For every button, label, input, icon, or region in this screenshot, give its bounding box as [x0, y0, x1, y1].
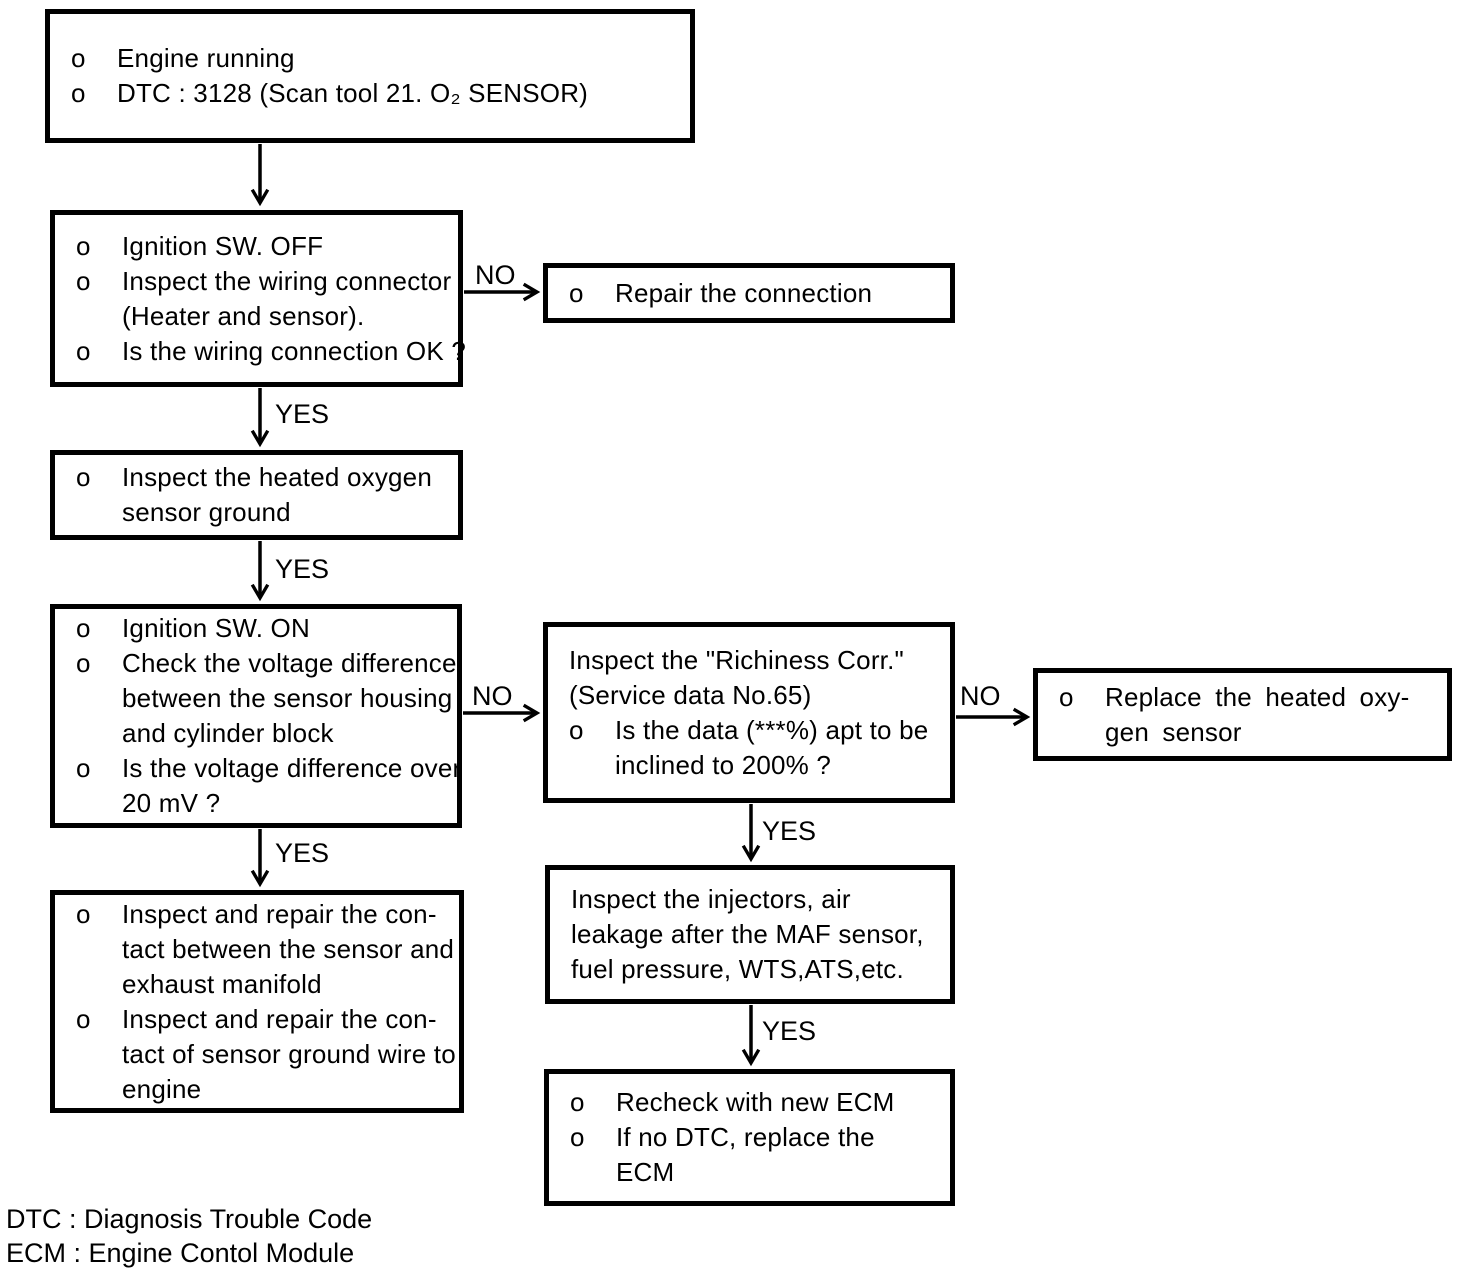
text-line: Replace the heated oxy-: [1105, 681, 1410, 712]
text-line: (Heater and sensor).: [122, 300, 365, 331]
edge-label-voltage-no: NO: [472, 681, 513, 711]
text-line: Ignition SW. OFF: [122, 230, 324, 261]
node-inspect-injectors: Inspect the injectors, air leakage after …: [545, 865, 955, 1004]
text-line: Ignition SW. ON: [122, 613, 310, 643]
text-line: DTC : 3128 (Scan tool 21. O₂ SENSOR): [117, 78, 589, 108]
edge-label-wiring-no: NO: [475, 260, 516, 290]
text-line: Inspect the heated oxygen: [122, 462, 433, 492]
bullet-marker: o: [1059, 681, 1074, 712]
bullet-marker: o: [76, 230, 91, 261]
text-line: Is the wiring connection OK ?: [122, 335, 466, 366]
edge-label-richiness-no: NO: [960, 681, 1001, 711]
text-line: gen sensor: [1105, 716, 1242, 747]
text-line: Is the data (***%) apt to be: [615, 714, 929, 745]
bullet-marker: o: [76, 753, 91, 783]
edge-label-injectors-yes: YES: [762, 1016, 817, 1046]
bullet-marker: o: [570, 1087, 585, 1117]
edge-label-richiness-yes: YES: [762, 816, 817, 846]
text-line: sensor ground: [122, 497, 291, 527]
bullet-marker: o: [76, 898, 91, 929]
text-line: 20 mV ?: [122, 788, 221, 818]
bullet-marker: o: [76, 335, 91, 366]
text-line: Check the voltage difference: [122, 648, 457, 678]
legend-line-ecm: ECM : Engine Contol Module: [6, 1238, 355, 1268]
bullet-marker: o: [76, 265, 91, 296]
text-line: tact between the sensor and: [122, 933, 455, 964]
node-recheck-ecm: o Recheck with new ECM o If no DTC, replace…: [544, 1069, 955, 1206]
text-line: between the sensor housing: [122, 683, 453, 713]
text-line: Recheck with new ECM: [616, 1087, 895, 1117]
bullet-marker: o: [71, 43, 86, 73]
text-line: leakage after the MAF sensor,: [571, 919, 924, 949]
bullet-marker: o: [76, 648, 91, 678]
text-line: Inspect the wiring connector: [122, 265, 452, 296]
text-line: and cylinder block: [122, 718, 334, 748]
text-line: Repair the connection: [615, 277, 873, 308]
text-line: Engine running: [117, 43, 295, 73]
text-line: inclined to 200% ?: [615, 749, 832, 780]
edge-label-voltage-yes: YES: [275, 838, 330, 868]
text-line: Inspect the "Richiness Corr.": [569, 644, 904, 675]
text-line: tact of sensor ground wire to: [122, 1038, 456, 1069]
text-line: exhaust manifold: [122, 968, 322, 999]
edge-label-ground-yes: YES: [275, 554, 330, 584]
bullet-marker: o: [76, 613, 91, 643]
legend-line-dtc: DTC : Diagnosis Trouble Code: [6, 1204, 373, 1234]
text-line: If no DTC, replace the: [616, 1122, 875, 1152]
text-line: (Service data No.65): [569, 679, 812, 710]
text-line: engine: [122, 1073, 202, 1104]
node-inspect-richiness: Inspect the "Richiness Corr." (Service da…: [543, 622, 955, 803]
text-line: Is the voltage difference over: [122, 753, 462, 783]
node-repair-connection: o Repair the connection: [543, 263, 955, 323]
bullet-marker: o: [71, 78, 86, 108]
bullet-marker: o: [76, 462, 91, 492]
bullet-marker: o: [570, 1122, 585, 1152]
node-replace-sensor: o Replace the heated oxy-gen sensor: [1033, 668, 1452, 761]
bullet-marker: o: [569, 714, 584, 745]
text-line: Inspect the injectors, air: [571, 884, 851, 914]
edge-label-wiring-yes: YES: [275, 399, 330, 429]
text-line: fuel pressure, WTS,ATS,etc.: [571, 954, 904, 984]
text-line: Inspect and repair the con-: [122, 898, 437, 929]
text-line: ECM: [616, 1157, 675, 1187]
legend: DTC : Diagnosis Trouble Code ECM : Engin…: [6, 1202, 372, 1270]
bullet-marker: o: [569, 277, 584, 308]
text-line: Inspect and repair the con-: [122, 1003, 437, 1034]
node-inspect-ground: o Inspect the heated oxygen sensor ground: [50, 450, 463, 540]
bullet-marker: o: [76, 1003, 91, 1034]
